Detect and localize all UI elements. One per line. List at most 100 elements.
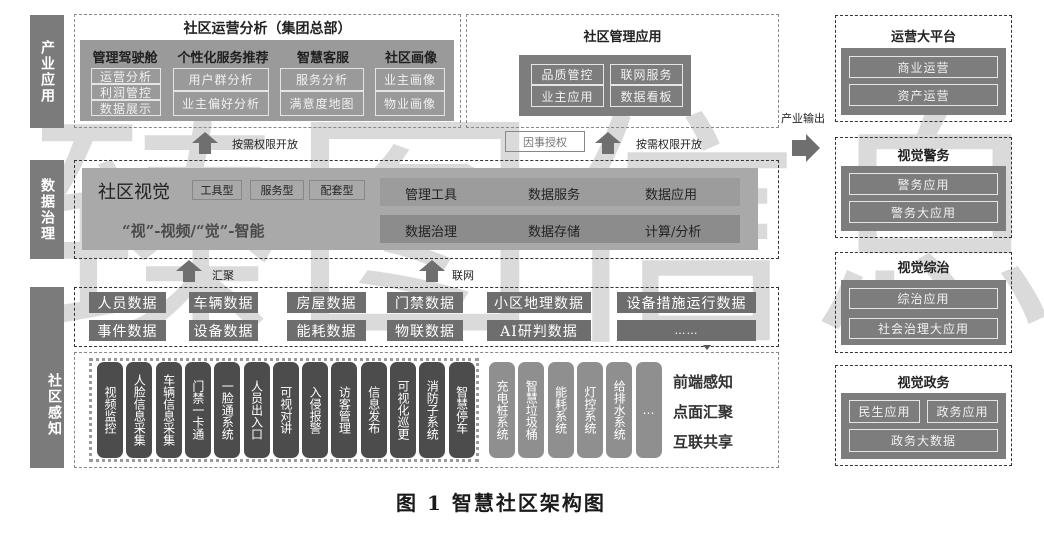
cell-police-app[interactable]: 警务应用: [849, 173, 998, 195]
governance-comp-frame: [835, 252, 1012, 353]
layer-label-industry: 产业应用: [30, 15, 64, 128]
sensor-pill-secondary[interactable]: 给排水系统: [606, 362, 633, 458]
cell-profit-control[interactable]: 利润管控: [91, 84, 161, 100]
data-chip-iot[interactable]: 物联数据: [387, 320, 463, 341]
layer-label-governance: 数据治理: [30, 160, 64, 259]
sensor-pill[interactable]: 一脸通系统: [214, 362, 241, 458]
cell-property-portrait[interactable]: 物业画像: [375, 91, 445, 116]
figure-caption: 图 1 智慧社区架构图: [396, 491, 606, 515]
data-chip-event[interactable]: 事件数据: [89, 320, 166, 341]
note-front-sensing: 前端感知: [673, 373, 734, 391]
arrow-up-open-left: [192, 132, 218, 154]
cell-quality-control[interactable]: 品质管控: [531, 64, 604, 85]
police-title: 视觉警务: [897, 149, 950, 164]
type-chip-tool[interactable]: 工具型: [192, 180, 242, 200]
label-open-left: 按需权限开放: [232, 138, 298, 151]
cell-network-service[interactable]: 联网服务: [610, 64, 683, 85]
sensor-pill-secondary[interactable]: 智慧垃圾桶: [518, 362, 545, 458]
sensor-pill[interactable]: 人员出入口: [243, 362, 270, 458]
sensor-pill[interactable]: 入侵报警: [302, 362, 329, 458]
col-head-cockpit: 管理驾驶舱: [92, 51, 158, 66]
cell-owner-app[interactable]: 业主应用: [531, 85, 604, 107]
sensor-pill-secondary[interactable]: 灯控系统: [576, 362, 603, 458]
platform-ops-title: 运营大平台: [890, 30, 956, 45]
ops-analysis-title: 社区运营分析（集团总部）: [183, 21, 352, 37]
data-chip-ai[interactable]: AI研判数据: [487, 320, 591, 341]
data-chip-more[interactable]: ……: [617, 320, 756, 341]
ops-analysis-panel: [80, 40, 454, 121]
layer-label-perception: 社区感知: [30, 287, 64, 468]
sensor-pill-secondary[interactable]: 能耗系统: [547, 362, 574, 458]
cell-owner-pref[interactable]: 业主偏好分析: [173, 91, 269, 116]
sensor-group-frame: [89, 358, 479, 462]
down-marker-icon: [703, 345, 711, 350]
cell-police-big-app[interactable]: 警务大应用: [849, 201, 998, 223]
note-interconnect: 互联共享: [673, 433, 734, 451]
sensor-pill-secondary[interactable]: 充电桩系统: [489, 362, 515, 458]
label-open-right: 按需权限开放: [636, 138, 702, 151]
sensor-pill[interactable]: 视频监控: [97, 362, 123, 458]
label-gather: 汇聚: [212, 269, 234, 282]
platform-ops-panel: [841, 48, 1006, 115]
sensor-pill[interactable]: 人脸信息采集: [126, 362, 153, 458]
sensor-pill[interactable]: 可视对讲: [272, 362, 299, 458]
sensor-pill[interactable]: 可视化巡更: [390, 362, 416, 458]
police-frame: [835, 137, 1012, 238]
gov-data-app[interactable]: 数据应用: [645, 188, 698, 203]
data-chip-geo[interactable]: 小区地理数据: [487, 292, 591, 313]
type-chip-service[interactable]: 服务型: [250, 180, 304, 200]
sensor-pill[interactable]: 门禁一卡通: [184, 362, 211, 458]
governance-comp-panel: [841, 280, 1006, 345]
arrow-up-open-right: [595, 132, 621, 154]
cell-commercial-ops[interactable]: 商业运营: [849, 56, 998, 78]
sensor-pill[interactable]: 访客管理: [331, 362, 358, 458]
gov-data-service[interactable]: 数据服务: [528, 188, 581, 203]
data-chip-vehicle[interactable]: 车辆数据: [189, 292, 258, 313]
governance-slogan: “视”-视频/“觉”-智能: [122, 222, 265, 240]
col-head-recommend: 个性化服务推荐: [177, 51, 269, 66]
cell-satisfaction-map[interactable]: 满意度地图: [280, 91, 364, 116]
cell-ops-analysis[interactable]: 运营分析: [91, 68, 161, 84]
arrow-up-gather: [176, 260, 202, 282]
gov-row2-band: [380, 215, 740, 243]
data-chip-device[interactable]: 设备数据: [189, 320, 258, 341]
note-aggregate: 点面汇聚: [673, 403, 734, 421]
perception-frame: [74, 352, 779, 468]
gov-mgmt-tools[interactable]: 管理工具: [405, 188, 458, 203]
data-chip-personnel[interactable]: 人员数据: [89, 292, 166, 313]
data-chip-access[interactable]: 门禁数据: [387, 292, 463, 313]
cell-asset-ops[interactable]: 资产运营: [849, 84, 998, 106]
sensor-pill[interactable]: 智慧停车: [448, 362, 475, 458]
gov-data-governance[interactable]: 数据治理: [405, 225, 458, 240]
mgmt-app-title: 社区管理应用: [583, 30, 662, 45]
cell-social-gov-app[interactable]: 社会治理大应用: [849, 318, 998, 339]
sensor-pill[interactable]: 信息发布: [360, 362, 387, 458]
cell-livelihood-app[interactable]: 民生应用: [849, 400, 920, 423]
cell-data-display[interactable]: 数据展示: [91, 100, 161, 116]
sensor-pill-secondary[interactable]: …: [635, 362, 662, 458]
label-network: 联网: [452, 269, 474, 282]
cell-owner-portrait[interactable]: 业主画像: [375, 68, 445, 91]
cell-user-group[interactable]: 用户群分析: [173, 68, 269, 91]
gov-compute-analysis[interactable]: 计算/分析: [645, 225, 702, 240]
sensor-pill[interactable]: 消防子系统: [419, 362, 446, 458]
type-chip-support[interactable]: 配套型: [309, 180, 365, 200]
data-chip-house[interactable]: 房屋数据: [287, 292, 366, 313]
col-head-service: 智慧客服: [296, 51, 349, 66]
cell-gov-bigdata[interactable]: 政务大数据: [849, 429, 998, 452]
auth-box: 因事授权: [505, 131, 585, 152]
platform-ops-frame: [835, 15, 1012, 122]
data-chip-energy[interactable]: 能耗数据: [287, 320, 366, 341]
cell-data-board[interactable]: 数据看板: [610, 85, 683, 107]
data-chip-facility[interactable]: 设备措施运行数据: [617, 292, 756, 313]
gov-row1-band: [380, 178, 740, 206]
cell-service-analysis[interactable]: 服务分析: [280, 68, 364, 91]
governance-brand: 社区视觉: [98, 182, 170, 203]
mgmt-app-frame: [466, 14, 779, 128]
gov-data-storage[interactable]: 数据存储: [528, 225, 581, 240]
governance-comp-title: 视觉综治: [897, 261, 950, 276]
label-industry-output: 产业输出: [781, 112, 825, 125]
sensor-pill[interactable]: 车辆信息采集: [155, 362, 182, 458]
cell-comp-app[interactable]: 综治应用: [849, 288, 998, 309]
cell-gov-app[interactable]: 政务应用: [927, 400, 998, 423]
